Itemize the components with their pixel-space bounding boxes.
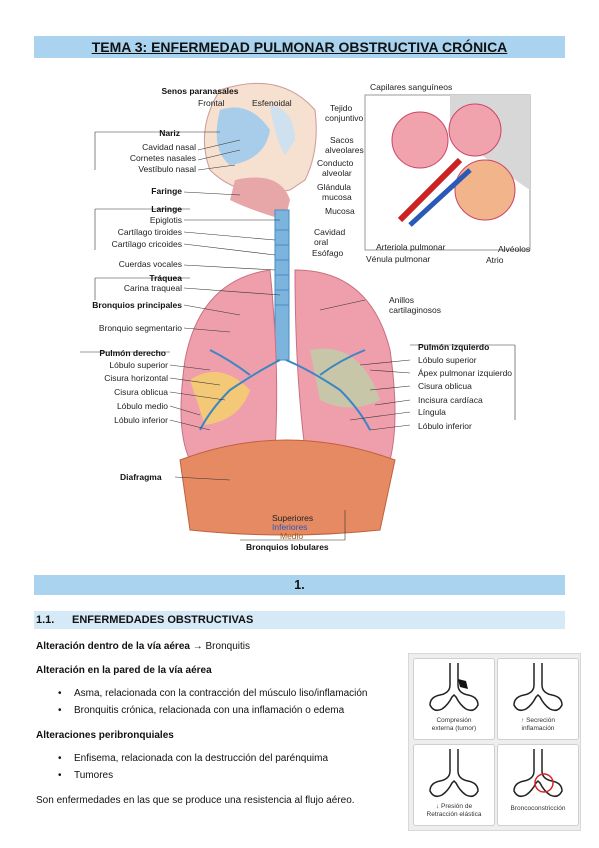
mechanism-elastic-recoil: ↓ Presión de Retracción elástica xyxy=(413,744,495,826)
label-venula: Vénula pulmonar xyxy=(366,254,430,264)
label-lobulo-superior-i: Lóbulo superior xyxy=(418,355,477,365)
label-arteriola: Arteriola pulmonar xyxy=(376,242,446,252)
label-inferiores: Inferiores xyxy=(272,522,307,532)
label-tejido: Tejido xyxy=(330,103,352,113)
label-carina: Carina traqueal xyxy=(124,283,182,293)
label-glandula: Glándula xyxy=(317,182,351,192)
label-bronquios-principales: Bronquios principales xyxy=(92,300,182,310)
respiratory-system-diagram: Senos paranasales Frontal Esfenoidal Nar… xyxy=(80,82,531,552)
airway-icon xyxy=(429,749,479,798)
label-esfenoidal: Esfenoidal xyxy=(252,98,292,108)
label-cartilaginosos: cartilaginosos xyxy=(389,305,441,315)
label-incisura: Incisura cardíaca xyxy=(418,395,483,405)
label-oral: oral xyxy=(314,237,328,247)
list-item: •Asma, relacionada con la contracción de… xyxy=(58,688,368,699)
label-conjuntivo: conjuntivo xyxy=(325,113,364,123)
label-lobulo-inferior-d: Lóbulo inferior xyxy=(114,415,168,425)
label-lobulo-inferior-i: Lóbulo inferior xyxy=(418,421,472,431)
label-cuerdas: Cuerdas vocales xyxy=(119,259,182,269)
obstruction-mechanisms-figure: Compresión externa (tumor) ↑ Secreción i… xyxy=(408,653,581,831)
label-laringe: Laringe xyxy=(151,204,182,214)
mechanism-secretion: ↑ Secreción inflamación xyxy=(497,658,579,740)
label-lingula: Língula xyxy=(418,407,446,417)
mechanism-bronchoconstriction: Broncoconstricción xyxy=(497,744,579,826)
section-number: 1. xyxy=(294,578,305,592)
label-cavidad-nasal: Cavidad nasal xyxy=(142,142,196,152)
label-tiroides: Cartílago tiroides xyxy=(118,227,182,237)
label-esofago: Esófago xyxy=(312,248,343,258)
mechanism-compression: Compresión externa (tumor) xyxy=(413,658,495,740)
label-medio: Medio xyxy=(280,531,303,541)
label-alveolares: alveolares xyxy=(325,145,364,155)
label-capilares: Capilares sanguíneos xyxy=(370,82,452,92)
label-bronquio-segmentario: Bronquio segmentario xyxy=(99,323,182,333)
label-anillos: Anillos xyxy=(389,295,414,305)
subsection-header: 1.1. ENFERMEDADES OBSTRUCTIVAS xyxy=(34,611,565,629)
label-pulmon-izquierdo: Pulmón izquierdo xyxy=(418,342,489,352)
title-bar: TEMA 3: ENFERMEDAD PULMONAR OBSTRUCTIVA … xyxy=(34,36,565,58)
page-title: TEMA 3: ENFERMEDAD PULMONAR OBSTRUCTIVA … xyxy=(91,39,508,55)
label-superiores: Superiores xyxy=(272,513,313,523)
subsection-title: ENFERMEDADES OBSTRUCTIVAS xyxy=(72,614,254,626)
label-diafragma: Diafragma xyxy=(120,472,162,482)
label-cisura-oblicua-d: Cisura oblicua xyxy=(114,387,168,397)
list-item: •Tumores xyxy=(58,770,114,781)
section-header: 1. ENFERMEDADES xyxy=(34,575,565,632)
paragraph-peribronquiales: Alteraciones peribronquiales xyxy=(36,730,174,741)
label-sacos: Sacos xyxy=(330,135,354,145)
list-item: •Enfisema, relacionada con la destrucció… xyxy=(58,753,329,764)
label-frontal: Frontal xyxy=(198,98,225,108)
label-cavidad: Cavidad xyxy=(314,227,345,237)
paragraph-alteracion-dentro: Alteración dentro de la vía aérea → Bron… xyxy=(36,641,250,652)
label-atrio: Atrio xyxy=(486,255,504,265)
label-epiglotis: Epiglotis xyxy=(150,215,182,225)
label-alveolos: Alvéolos xyxy=(498,244,530,254)
label-cornetes: Cornetes nasales xyxy=(130,153,196,163)
label-alveolar: alveolar xyxy=(322,168,352,178)
label-lobulo-medio: Lóbulo medio xyxy=(117,401,168,411)
label-mucosa: Mucosa xyxy=(325,206,355,216)
label-apex: Ápex pulmonar izquierdo xyxy=(418,368,512,378)
paragraph-alteracion-pared: Alteración en la pared de la vía aérea xyxy=(36,665,212,676)
label-vestibulo: Vestíbulo nasal xyxy=(138,164,196,174)
subsection-number: 1.1. xyxy=(36,614,55,626)
label-lobulo-superior-d: Lóbulo superior xyxy=(109,360,168,370)
label-mucosa-g: mucosa xyxy=(322,192,352,202)
label-cisura-oblicua-i: Cisura oblicua xyxy=(418,381,472,391)
airway-icon xyxy=(513,749,563,798)
label-conducto: Conducto xyxy=(317,158,354,168)
airway-icon xyxy=(429,663,479,712)
label-traquea: Tráquea xyxy=(149,273,182,283)
airway-icon xyxy=(513,663,563,712)
label-nariz: Nariz xyxy=(159,128,180,138)
paragraph-closing: Son enfermedades en las que se produce u… xyxy=(36,795,355,806)
label-senos: Senos paranasales xyxy=(161,86,238,96)
label-cricoides: Cartílago cricoides xyxy=(112,239,182,249)
label-bronquios-lobulares: Bronquios lobulares xyxy=(246,542,329,552)
label-faringe: Faringe xyxy=(151,186,182,196)
list-item: •Bronquitis crónica, relacionada con una… xyxy=(58,705,345,716)
label-pulmon-derecho: Pulmón derecho xyxy=(99,348,166,358)
label-cisura-horizontal: Cisura horizontal xyxy=(104,373,168,383)
